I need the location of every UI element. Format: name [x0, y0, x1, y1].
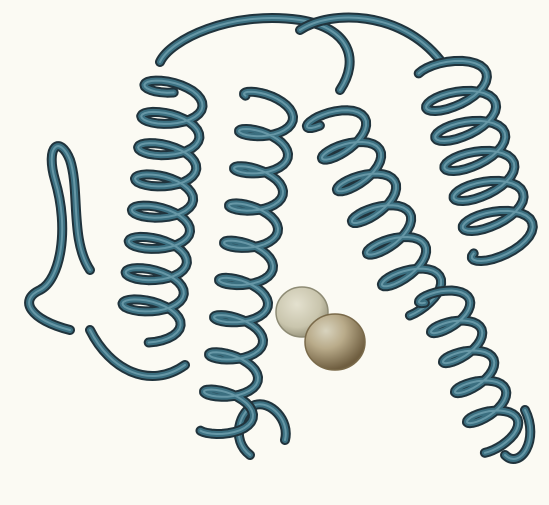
ribbon-body — [29, 146, 90, 330]
loop-top-right — [300, 18, 440, 60]
ribbon-layer — [29, 18, 533, 459]
helix-d — [419, 61, 533, 261]
ribbon-body — [419, 291, 518, 453]
ligand-sphere-lower — [305, 314, 365, 370]
helix-a — [123, 81, 203, 343]
helix-e — [419, 291, 518, 453]
ribbon-body — [201, 92, 294, 434]
helix-c — [307, 110, 441, 315]
ribbon-outline — [160, 18, 350, 90]
helix-b — [201, 92, 294, 434]
ligand-pair — [276, 287, 365, 370]
loop-top-left — [160, 18, 350, 90]
loop-left-hook — [29, 146, 90, 330]
